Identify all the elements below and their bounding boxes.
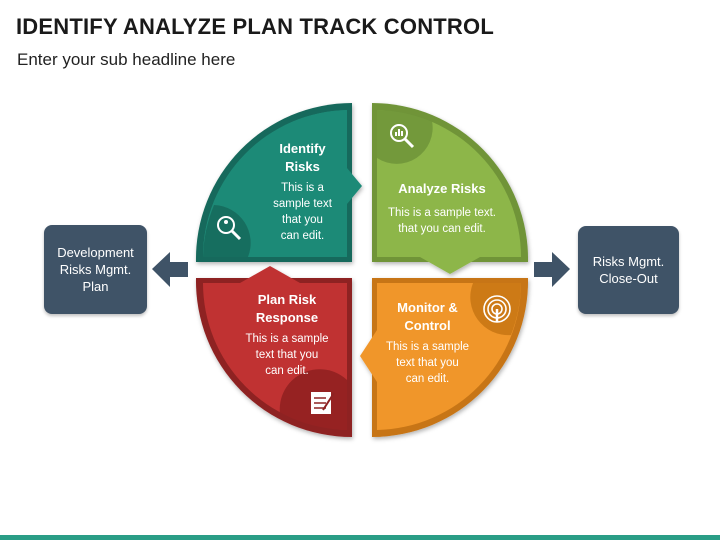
body-line: can edit. (265, 365, 309, 377)
right-arrow-icon (534, 252, 570, 287)
heading-line: Monitor & (397, 300, 458, 315)
heading-line: Response (255, 310, 319, 325)
identify-heading: Identify Risks (255, 140, 350, 176)
analyze-text: Analyze Risks This is a sample text. tha… (377, 180, 507, 237)
development-plan-box: Development Risks Mgmt. Plan (44, 225, 147, 314)
heading-line: Identify (279, 141, 326, 156)
monitor-body: This is a sample text that you can edit. (380, 339, 475, 387)
body-line: that you (282, 214, 323, 226)
body-line: This is a sample (385, 341, 470, 353)
body-line: This is a sample text. (387, 207, 496, 219)
box-line: Plan (82, 279, 109, 294)
body-line: that you can edit. (398, 223, 486, 235)
body-line: text that you (396, 357, 459, 369)
heading-line: Control (404, 318, 451, 333)
page-subtitle: Enter your sub headline here (17, 50, 236, 69)
identify-body: This is a sample text that you can edit. (255, 180, 350, 244)
identify-text: Identify Risks This is a sample text tha… (255, 140, 350, 244)
plan-heading: Plan Risk Response (228, 291, 346, 327)
body-line: can edit. (280, 230, 325, 242)
page-title: IDENTIFY ANALYZE PLAN TRACK CONTROL (16, 14, 494, 39)
heading-line: Analyze Risks (398, 181, 486, 196)
body-line: This is a (281, 182, 324, 194)
box-line: Development (57, 245, 134, 260)
heading-line: Plan Risk (257, 292, 317, 307)
left-arrow-icon (152, 252, 188, 287)
plan-text: Plan Risk Response This is a sample text… (228, 291, 346, 379)
quadrant-monitor (360, 278, 529, 437)
body-line: text that you (255, 349, 319, 361)
quadrant-identify (195, 103, 362, 262)
analyze-heading: Analyze Risks (377, 180, 507, 198)
touch-target-icon (483, 295, 511, 323)
box-line: Close-Out (599, 271, 658, 286)
body-line: This is a sample (245, 333, 329, 345)
monitor-text: Monitor & Control This is a sample text … (380, 299, 475, 387)
chart-magnifier-icon (390, 124, 415, 149)
closeout-box: Risks Mgmt. Close-Out (578, 226, 679, 314)
body-line: sample text (273, 198, 332, 210)
body-line: can edit. (405, 373, 450, 385)
box-line: Risks Mgmt. (592, 254, 665, 269)
plan-body: This is a sample text that you can edit. (228, 331, 346, 379)
heading-line: Risks (285, 159, 320, 174)
search-person-icon (217, 216, 242, 241)
checklist-pen-icon (311, 392, 335, 414)
monitor-heading: Monitor & Control (380, 299, 475, 335)
box-line: Risks Mgmt. (59, 262, 132, 277)
bottom-accent-bar (0, 535, 720, 540)
analyze-body: This is a sample text. that you can edit… (377, 205, 507, 237)
